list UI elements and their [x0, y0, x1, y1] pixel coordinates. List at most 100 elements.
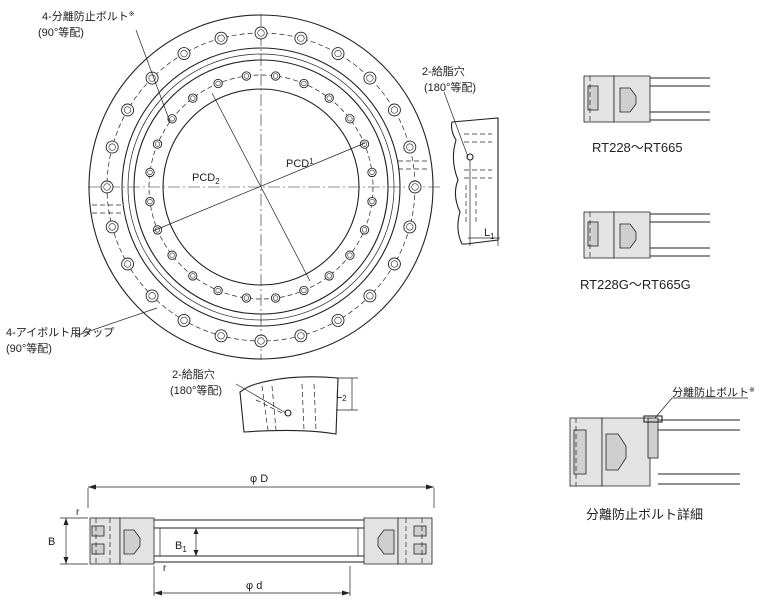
- inner-bolt-hole: [270, 71, 281, 81]
- outer-bolt-hole-inner: [108, 143, 116, 151]
- inner-bolt-hole: [324, 271, 334, 281]
- section-variant-rt228: [583, 75, 710, 123]
- outer-bolt-hole-inner: [257, 337, 265, 345]
- inner-bolt-hole-inner: [215, 287, 221, 294]
- dim-r-top: r: [76, 507, 80, 518]
- inner-bolt-hole: [188, 93, 198, 103]
- outer-bolt-hole: [105, 220, 119, 234]
- front-view: PCD2 PCD1: [74, 14, 469, 414]
- outer-bolt-hole: [403, 220, 417, 234]
- caption-detail: 分離防止ボルト詳細: [586, 507, 703, 522]
- grease-hole-bottom-callout: 2-給脂穴: [172, 367, 215, 381]
- raceway-edge: [127, 53, 395, 321]
- l2-label: L2: [336, 389, 347, 403]
- outer-bolt-hole-inner: [123, 106, 132, 114]
- pcd2-leader: [211, 92, 311, 282]
- outer-bolt-hole: [105, 140, 119, 154]
- inner-bolt-hole: [241, 293, 252, 303]
- inner-bolt-hole: [145, 167, 155, 178]
- outer-bolt-holes: [100, 26, 422, 348]
- inner-bolt-hole: [167, 250, 177, 260]
- outer-bolt-hole: [363, 289, 377, 303]
- separation-bolt-detail: [569, 397, 748, 487]
- inner-bolt-hole-inner: [361, 227, 368, 233]
- outer-bolt-hole: [254, 334, 268, 348]
- outer-bolt-hole-inner: [390, 106, 399, 114]
- inner-bolt-hole: [367, 196, 377, 207]
- outer-bolt-hole: [387, 257, 401, 271]
- outer-bolt-hole: [254, 26, 268, 40]
- inner-bolt-hole-inner: [326, 95, 332, 101]
- inner-bolt-hole-inner: [369, 199, 375, 205]
- caption-rt228: RT228～RT665: [592, 140, 683, 155]
- dim-B1: B1: [175, 540, 187, 554]
- inner-bolt-hole: [345, 250, 355, 260]
- inner-bolt-hole: [367, 167, 377, 178]
- outer-bolt-hole-inner: [406, 143, 414, 151]
- inner-bolt-hole-inner: [147, 199, 153, 205]
- outer-bolt-hole-inner: [148, 74, 156, 82]
- inner-bolt-hole-inner: [301, 287, 307, 294]
- outer-bolt-hole-inner: [217, 34, 225, 42]
- outer-bolt-hole-inner: [297, 34, 305, 42]
- inner-bolt-hole: [167, 114, 177, 124]
- section-view: φ D B r B1 r: [48, 473, 435, 596]
- inner-bolt-hole-inner: [169, 116, 175, 122]
- inner-bolt-hole: [213, 285, 223, 296]
- inner-bolt-hole-inner: [243, 295, 249, 301]
- section-variant-rt228g: [583, 211, 710, 259]
- outer-bolt-hole: [294, 329, 308, 343]
- dim-B: B: [48, 536, 55, 548]
- outer-bolt-hole-inner: [217, 332, 225, 340]
- inner-bolt-hole: [188, 271, 198, 281]
- outer-bolt-hole-inner: [411, 183, 419, 191]
- outer-bolt-hole-inner: [123, 260, 132, 268]
- inner-bolt-hole: [241, 71, 252, 81]
- outer-bolt-hole-inner: [148, 292, 156, 300]
- inner-bolt-hole: [270, 293, 281, 303]
- caption-rt228g: RT228G～RT665G: [580, 277, 691, 292]
- inner-bolt-hole-inner: [326, 273, 332, 279]
- eyebolt-tap-note: (90°等配): [6, 341, 52, 355]
- outer-bolt-hole: [408, 180, 422, 194]
- inner-bolt-hole-inner: [347, 116, 353, 122]
- inner-bolt-hole-inner: [169, 252, 175, 258]
- outer-bolt-hole: [214, 31, 228, 45]
- inner-bolt-hole-inner: [190, 95, 196, 101]
- inner-bolt-hole-inner: [243, 73, 249, 79]
- outer-bolt-hole: [177, 47, 191, 61]
- inner-bolt-hole: [299, 78, 309, 89]
- inner-bolt-hole-inner: [154, 141, 161, 147]
- inner-bolt-hole: [145, 196, 155, 207]
- outer-bolt-hole-inner: [103, 183, 111, 191]
- outer-bolt-hole-inner: [366, 292, 374, 300]
- pcd2-label: PCD2: [192, 172, 220, 186]
- outer-bolt-hole-inner: [390, 260, 399, 268]
- inner-bolt-hole-inner: [273, 73, 279, 79]
- inner-bolt-hole-inner: [190, 273, 196, 279]
- inner-bolt-hole-inner: [273, 295, 279, 301]
- separation-bolt-note: (90°等配): [38, 25, 84, 39]
- inner-bolt-hole: [152, 139, 163, 149]
- outer-bolt-hole-inner: [366, 74, 374, 82]
- outer-bolt-hole-inner: [334, 316, 342, 325]
- inner-ring-bore: [162, 88, 360, 286]
- separation-bolt-leader: [135, 29, 171, 123]
- inner-bolt-hole: [299, 285, 309, 296]
- outer-bolt-hole: [121, 257, 135, 271]
- outer-bolt-hole: [294, 31, 308, 45]
- separation-bolt-callout: 4-分離防止ボルト※: [42, 9, 135, 23]
- grease-hole-detail-l1: L1: [450, 117, 500, 246]
- pcd1-leader: [152, 142, 366, 232]
- inner-bolt-hole-inner: [369, 169, 375, 175]
- outer-bolt-hole-inner: [180, 49, 188, 58]
- grease-hole-detail-l2: L2: [239, 376, 358, 435]
- inner-bolt-hole-inner: [301, 80, 307, 87]
- grease-hole-top-note: (180°等配): [424, 80, 476, 94]
- inner-bolt-hole-inner: [215, 80, 221, 87]
- inner-bolt-hole-inner: [347, 252, 353, 258]
- outer-bolt-hole: [363, 71, 377, 85]
- l1-label: L1: [484, 227, 495, 241]
